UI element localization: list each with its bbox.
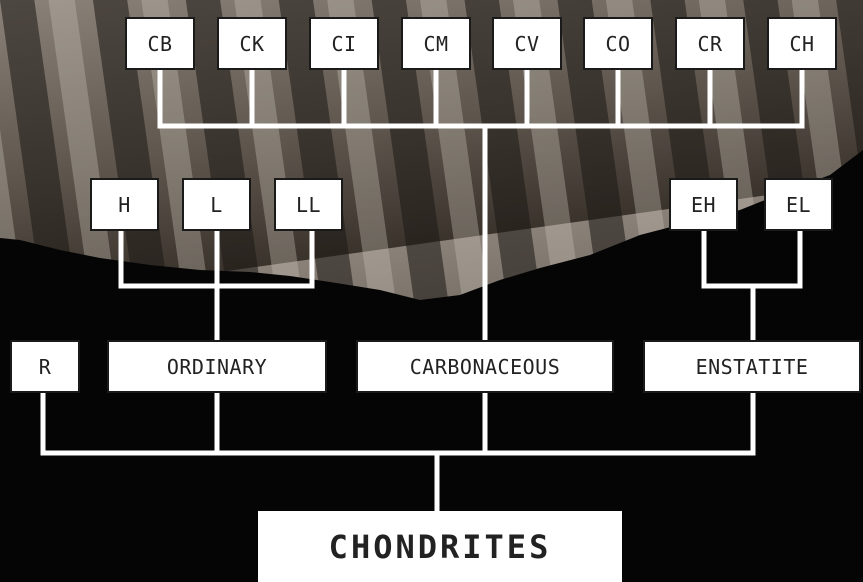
subgroup-node-cb: CB: [125, 17, 195, 70]
subgroup-node-ci: CI: [309, 17, 379, 70]
group-node-enstatite: ENSTATITE: [643, 340, 861, 393]
subgroup-node-cm: CM: [401, 17, 471, 70]
subgroup-node-h: H: [90, 178, 159, 231]
group-node-ordinary: ORDINARY: [107, 340, 327, 393]
subgroup-node-l: L: [182, 178, 251, 231]
subgroup-node-ck: CK: [217, 17, 287, 70]
subgroup-node-eh: EH: [669, 178, 738, 231]
root-node-chondrites: CHONDRITES: [258, 511, 622, 582]
subgroup-node-co: CO: [583, 17, 653, 70]
group-node-carbonaceous: CARBONACEOUS: [356, 340, 614, 393]
subgroup-node-cr: CR: [675, 17, 745, 70]
subgroup-node-ll: LL: [274, 178, 343, 231]
subgroup-node-el: EL: [764, 178, 833, 231]
subgroup-node-cv: CV: [492, 17, 562, 70]
subgroup-node-ch: CH: [767, 17, 837, 70]
group-node-r: R: [10, 340, 80, 393]
